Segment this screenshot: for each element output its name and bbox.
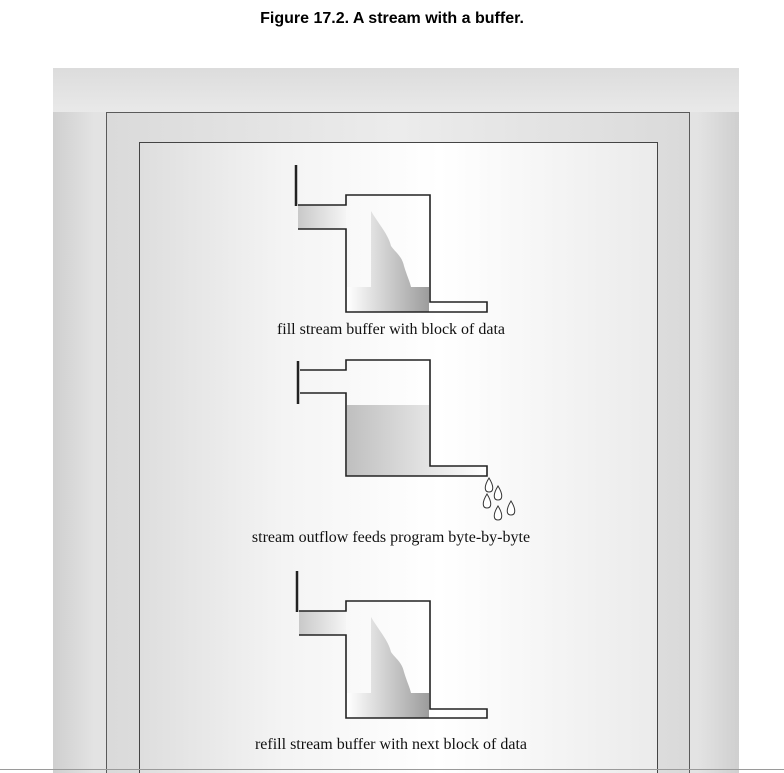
- buffer-tank: [298, 194, 488, 313]
- buffer-tank: [299, 600, 488, 719]
- panel-refill: refill stream buffer with next block of …: [255, 571, 527, 753]
- falling-water: [347, 617, 429, 718]
- caption-outflow: stream outflow feeds program byte-by-byt…: [252, 529, 530, 546]
- caption-refill: refill stream buffer with next block of …: [255, 736, 527, 753]
- falling-water: [347, 211, 429, 312]
- buffer-tank: [300, 359, 488, 477]
- tank-water: [347, 405, 487, 476]
- inlet-water: [298, 205, 346, 229]
- panel-fill: fill stream buffer with block of data: [277, 165, 505, 338]
- panel-outflow: stream outflow feeds program byte-by-byt…: [252, 359, 530, 546]
- caption-fill: fill stream buffer with block of data: [277, 321, 505, 338]
- figure-title: Figure 17.2. A stream with a buffer.: [260, 10, 524, 27]
- bottom-rule: [0, 769, 784, 770]
- byte-droplets: [482, 477, 516, 521]
- inlet-water: [299, 611, 346, 635]
